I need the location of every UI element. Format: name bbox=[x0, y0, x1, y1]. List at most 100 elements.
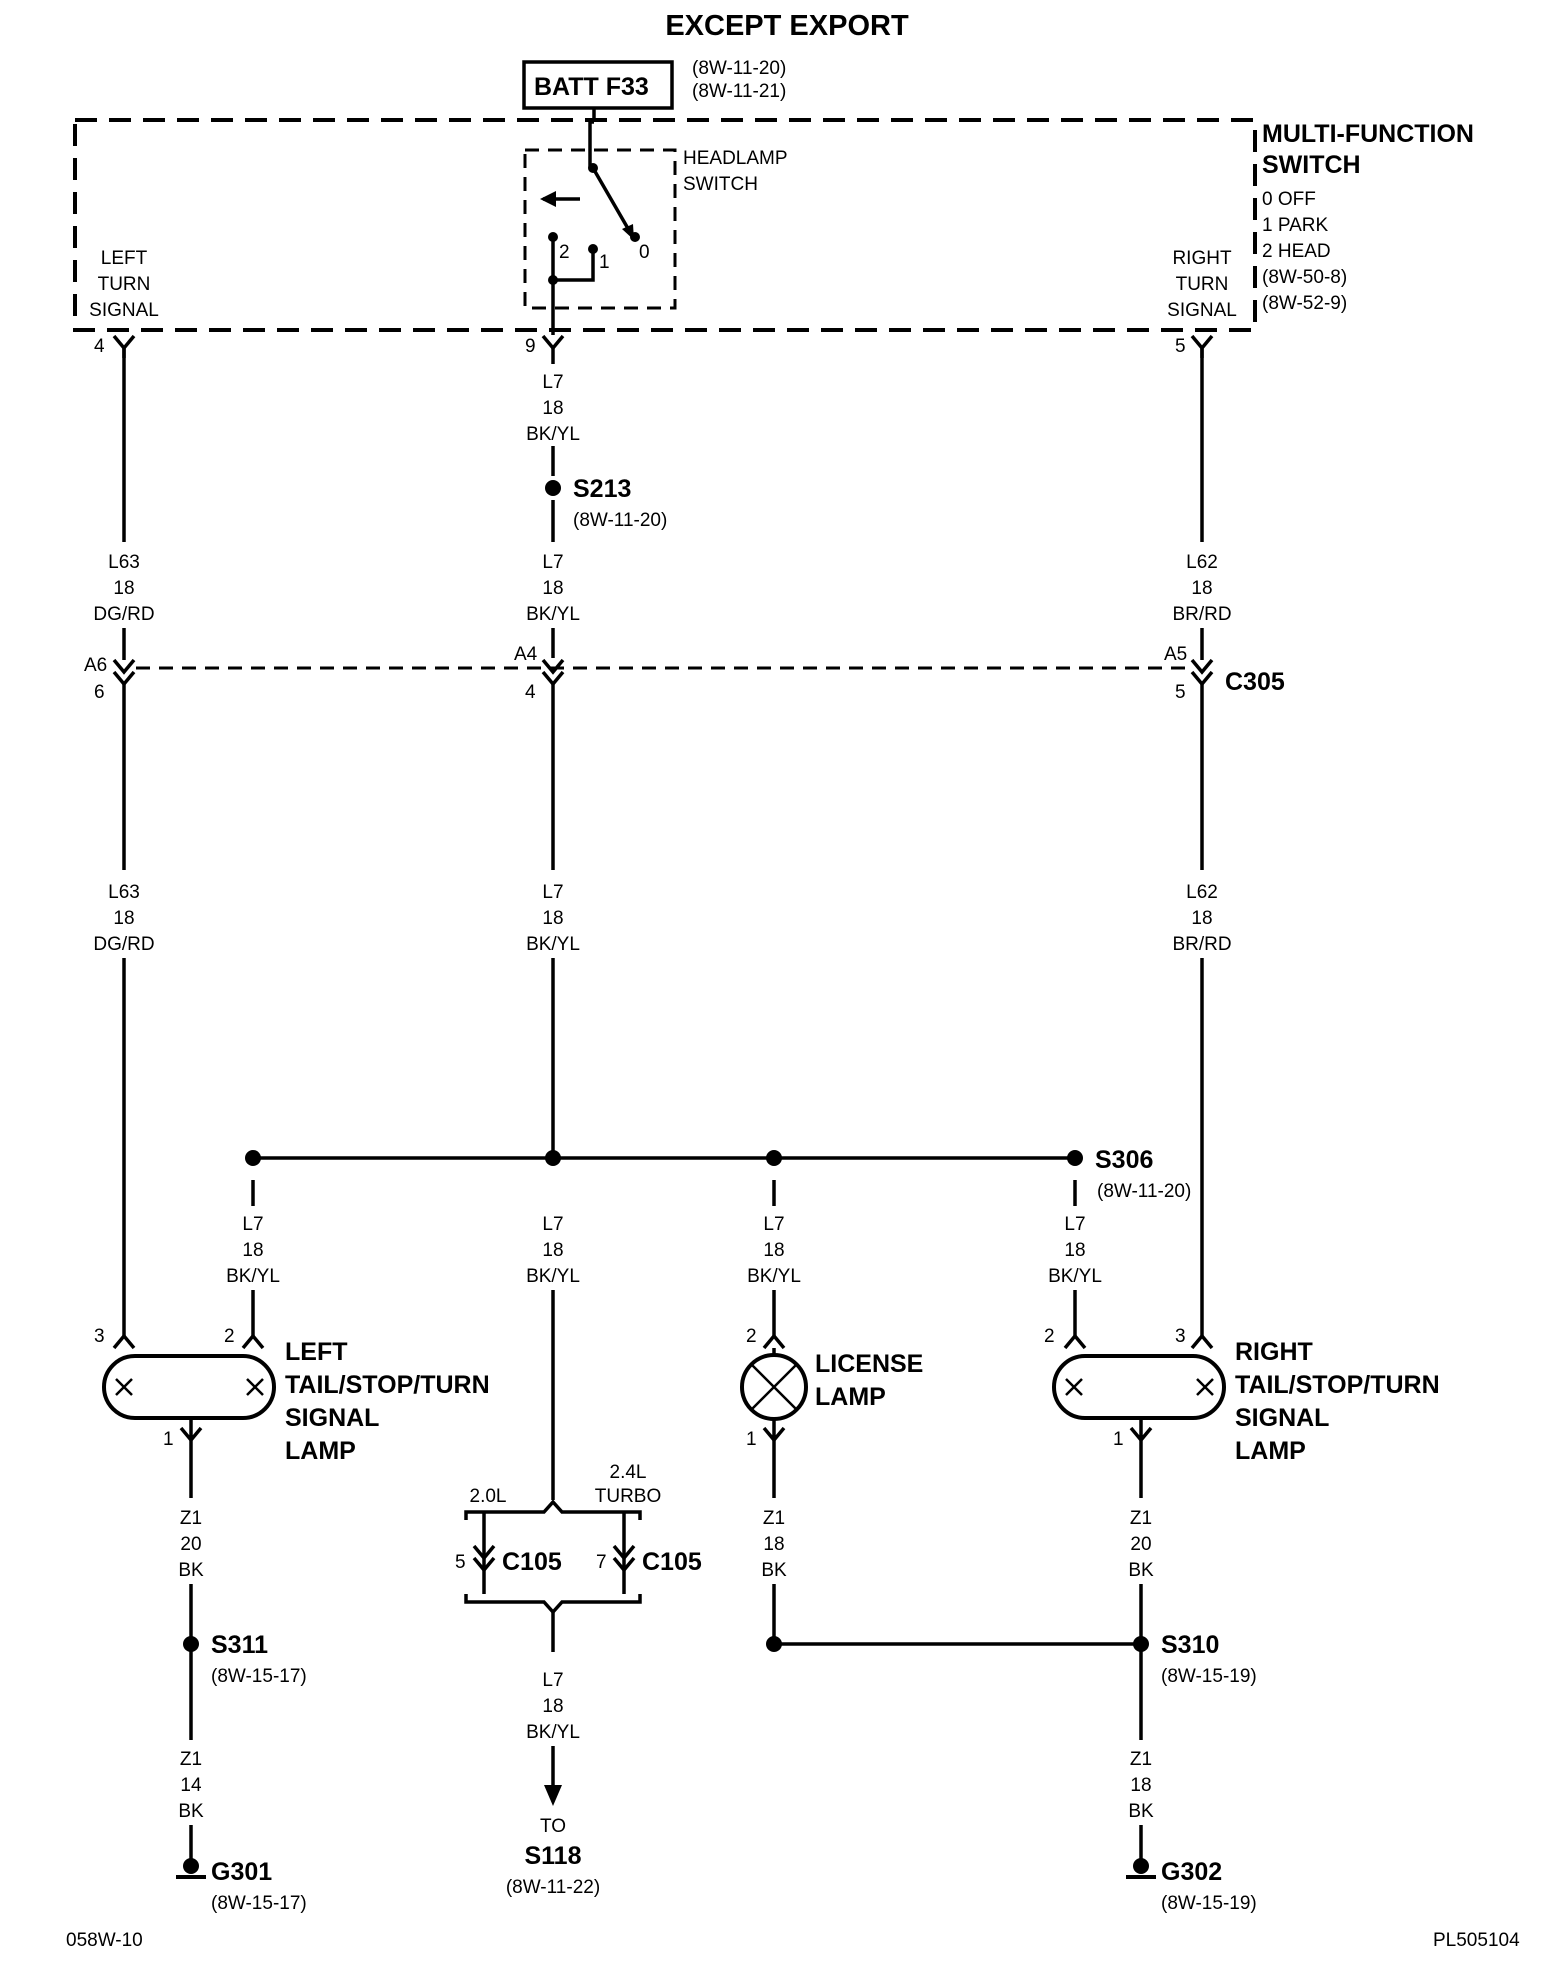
left-lamp-pin3: 3 bbox=[94, 1326, 105, 1347]
g301-name: G301 bbox=[211, 1858, 272, 1886]
mfs-connector-center bbox=[541, 334, 565, 351]
mfs-ref-1: (8W-50-8) bbox=[1262, 267, 1347, 288]
mfs-name-1: MULTI-FUNCTION bbox=[1262, 120, 1474, 148]
g301-dot bbox=[183, 1858, 199, 1874]
wire-l7-center-gauge: 18 bbox=[542, 1240, 563, 1261]
wire-l62-label-2-circuit: L62 bbox=[1186, 882, 1218, 903]
wire-z1-right-gauge: 20 bbox=[1130, 1534, 1151, 1555]
wire-l7-license-color: BK/YL bbox=[747, 1266, 801, 1287]
splice-s310-ref: (8W-15-19) bbox=[1161, 1666, 1257, 1687]
c305-name: C305 bbox=[1225, 668, 1285, 696]
g301-ref: (8W-15-17) bbox=[211, 1893, 307, 1914]
wire-l63-label-1-circuit: L63 bbox=[108, 552, 140, 573]
left-lamp-pin2-connector bbox=[241, 1333, 265, 1350]
mfs-pin-right: 5 bbox=[1175, 336, 1186, 357]
switch-pos-2-label: 2 bbox=[559, 242, 570, 263]
mfs-pos-park: 1 PARK bbox=[1262, 215, 1329, 236]
to-s118-ref: (8W-11-22) bbox=[506, 1877, 600, 1898]
right-lamp-pin1: 1 bbox=[1113, 1429, 1124, 1450]
left-lamp-filament-2 bbox=[246, 1378, 264, 1396]
wire-l7-left-color: BK/YL bbox=[226, 1266, 280, 1287]
fuse-batt-f33: BATT F33 (8W-11-20) (8W-11-21) bbox=[522, 58, 786, 110]
left-lamp-label-2: TAIL/STOP/TURN bbox=[285, 1371, 490, 1399]
wire-l7-license-gauge: 18 bbox=[763, 1240, 784, 1261]
wire-l63-label-2-gauge: 18 bbox=[113, 908, 134, 929]
c305-label-a4: A4 bbox=[514, 644, 538, 665]
wire-l7-label-3-circuit: L7 bbox=[542, 882, 563, 903]
mfs-pos-head: 2 HEAD bbox=[1262, 241, 1331, 262]
wire-z1-14-color: BK bbox=[178, 1801, 204, 1822]
c305-label-6: 6 bbox=[94, 682, 105, 703]
headlamp-switch: HEADLAMP SWITCH 0 2 1 bbox=[523, 108, 788, 335]
c105-name-b: C105 bbox=[642, 1548, 702, 1576]
wire-z1-right-color: BK bbox=[1128, 1560, 1154, 1581]
c305-label-a6: A6 bbox=[84, 655, 107, 676]
wire-l7-label-3-color: BK/YL bbox=[526, 934, 580, 955]
mfs-left-label-3: SIGNAL bbox=[89, 300, 159, 321]
right-lamp-filament-2 bbox=[1196, 1378, 1214, 1396]
left-lamp-filament-1 bbox=[115, 1378, 133, 1396]
right-lamp-body bbox=[1052, 1354, 1226, 1420]
wire-l7-license-circuit: L7 bbox=[763, 1214, 784, 1235]
left-lamp-label-4: LAMP bbox=[285, 1437, 356, 1465]
mfs-left-label-2: TURN bbox=[98, 274, 151, 295]
right-lamp-label-4: LAMP bbox=[1235, 1437, 1306, 1465]
c305-label-5: 5 bbox=[1175, 682, 1186, 703]
s306-node-license bbox=[766, 1150, 782, 1166]
wire-z1-18-r-circuit: Z1 bbox=[1130, 1749, 1152, 1770]
s306-node-center bbox=[545, 1150, 561, 1166]
fuse-label: BATT F33 bbox=[534, 73, 649, 101]
wire-l7-label-2-circuit: L7 bbox=[542, 552, 563, 573]
license-lamp: 2 LICENSE LAMP 1 bbox=[740, 1326, 923, 1450]
wire-l7-label-3-gauge: 18 bbox=[542, 908, 563, 929]
mfs-right-label-1: RIGHT bbox=[1172, 248, 1232, 269]
wire-l7-label-1-gauge: 18 bbox=[542, 398, 563, 419]
splice-s213-ref: (8W-11-20) bbox=[573, 510, 667, 531]
switch-contact-1-link bbox=[553, 249, 595, 282]
switch-pos-0-label: 0 bbox=[639, 242, 650, 263]
license-lamp-pin2: 2 bbox=[746, 1326, 757, 1347]
c105-pin-7-label: 7 bbox=[596, 1552, 607, 1573]
to-s118-to: TO bbox=[540, 1816, 566, 1837]
wire-z1-left-gauge: 20 bbox=[180, 1534, 201, 1555]
license-lamp-pin1-connector bbox=[762, 1419, 786, 1443]
wire-z1-14-gauge: 14 bbox=[180, 1775, 202, 1796]
c105-option-a: 2.0L bbox=[470, 1486, 507, 1507]
footer-right: PL505104 bbox=[1433, 1930, 1520, 1951]
wire-l7-label-2-gauge: 18 bbox=[542, 578, 563, 599]
wire-z1-left-circuit: Z1 bbox=[180, 1508, 202, 1529]
wire-l63-label-2-circuit: L63 bbox=[108, 882, 140, 903]
c305-label-4: 4 bbox=[525, 682, 536, 703]
wire-l7-label-2-color: BK/YL bbox=[526, 604, 580, 625]
right-lamp-pin3-connector bbox=[1190, 1333, 1214, 1350]
headlamp-switch-boundary bbox=[523, 148, 677, 310]
wire-l63-label-2-color: DG/RD bbox=[93, 934, 154, 955]
mfs-left-label-1: LEFT bbox=[101, 248, 148, 269]
c105-option-b-1: 2.4L bbox=[610, 1462, 647, 1483]
right-lamp-label-3: SIGNAL bbox=[1235, 1404, 1329, 1432]
g302-ref: (8W-15-19) bbox=[1161, 1893, 1257, 1914]
left-lamp-label-3: SIGNAL bbox=[285, 1404, 379, 1432]
arrow-down-icon bbox=[544, 1785, 562, 1806]
c305-pin-a6 bbox=[112, 658, 136, 687]
wire-l62-label-1-color: BR/RD bbox=[1172, 604, 1231, 625]
wire-z1-14-circuit: Z1 bbox=[180, 1749, 202, 1770]
right-tail-stop-turn-lamp: 2 3 RIGHT TAIL/STOP/TURN SIGNAL LAMP 1 bbox=[1044, 1326, 1440, 1465]
connector-c305: A6 6 A4 4 A5 5 C305 bbox=[84, 628, 1285, 703]
multi-function-switch-boundary bbox=[73, 118, 1257, 332]
wire-l7-label-1-circuit: L7 bbox=[542, 372, 563, 393]
wire-l63-label-1-color: DG/RD bbox=[93, 604, 154, 625]
c105-option-b-2: TURBO bbox=[595, 1486, 662, 1507]
license-lamp-label-1: LICENSE bbox=[815, 1350, 923, 1378]
mfs-pin-left: 4 bbox=[94, 336, 105, 357]
left-lamp-pin1-connector bbox=[179, 1418, 203, 1443]
mfs-right-label-2: TURN bbox=[1176, 274, 1229, 295]
left-tail-stop-turn-lamp: 3 2 LEFT TAIL/STOP/TURN SIGNAL LAMP 1 bbox=[94, 1326, 490, 1465]
wire-l7-center-circuit: L7 bbox=[542, 1214, 563, 1235]
wire-l7-right-color: BK/YL bbox=[1048, 1266, 1102, 1287]
license-lamp-pin1: 1 bbox=[746, 1429, 757, 1450]
switch-pos-1-label: 1 bbox=[599, 252, 610, 273]
c105-option-brace-bottom bbox=[464, 1594, 642, 1615]
wire-z1-license-circuit: Z1 bbox=[763, 1508, 785, 1529]
